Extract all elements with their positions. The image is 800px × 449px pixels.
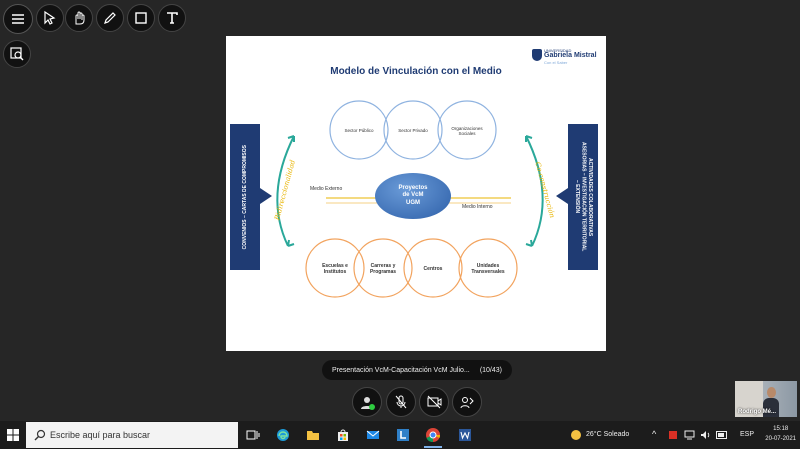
search-placeholder: Escribe aquí para buscar xyxy=(50,430,151,440)
file-explorer-button[interactable] xyxy=(302,424,324,446)
circle-organizaciones xyxy=(437,100,497,160)
mail-icon xyxy=(366,430,380,439)
slide-title: Modelo de Vinculación con el Medio xyxy=(330,66,502,77)
presentation-title: Presentación VcM-Capacitación VcM Julio.… xyxy=(332,366,470,374)
zoom-icon xyxy=(10,47,24,61)
l-app-button[interactable] xyxy=(392,424,414,446)
medio-externo-label: Medio Externo xyxy=(310,186,343,192)
chrome-button[interactable] xyxy=(422,424,444,448)
l-app-icon xyxy=(397,429,409,441)
university-logo: UNIVERSIDAD Gabriela Mistral Con el Sabe… xyxy=(530,46,600,68)
task-view-button[interactable] xyxy=(242,424,264,446)
pen-tool-button[interactable] xyxy=(96,4,124,32)
logo-line1: UNIVERSIDAD xyxy=(544,48,572,53)
sun-icon xyxy=(571,430,581,440)
circle-centros xyxy=(403,238,463,298)
participant-figure xyxy=(763,387,779,417)
presentation-caption[interactable]: Presentación VcM-Capacitación VcM Julio.… xyxy=(322,360,512,380)
chrome-icon xyxy=(426,428,441,443)
page-counter: (10/43) xyxy=(479,366,502,374)
avatar-button[interactable] xyxy=(352,387,382,417)
mail-button[interactable] xyxy=(362,424,384,446)
store-button[interactable] xyxy=(332,424,354,446)
label-carreras: Carreras y Programas xyxy=(369,263,397,275)
left-pointer xyxy=(260,188,272,204)
edge-icon xyxy=(277,429,289,441)
logo-line3: Con el Saber xyxy=(544,60,568,65)
folder-icon xyxy=(307,431,319,440)
clock-time: 15:18 xyxy=(773,426,789,432)
avatar-icon xyxy=(361,397,375,410)
mute-button[interactable] xyxy=(386,387,416,417)
network-icon[interactable] xyxy=(684,430,695,440)
edge-button[interactable] xyxy=(272,424,294,446)
left-banner: CONVENIOS – CARTAS DE COMPROMISOS xyxy=(230,124,260,270)
start-button[interactable] xyxy=(0,421,26,449)
circle-sector-privado xyxy=(383,100,443,160)
participant-name: Rodrigo Mé... xyxy=(738,409,776,415)
right-banner-text: ACTIVIDADES COLABORATIVAS ASESORIAS – IN… xyxy=(573,142,593,252)
circle-carreras xyxy=(353,238,413,298)
task-view-icon xyxy=(246,430,260,440)
clock-date: 20-07-2021 xyxy=(765,435,796,442)
shield-icon xyxy=(532,49,542,61)
mic-off-icon xyxy=(395,395,407,409)
tray-chevron-icon[interactable]: ^ xyxy=(652,429,657,439)
zoom-tool-button[interactable] xyxy=(3,40,31,68)
hand-icon xyxy=(75,11,85,25)
text-tool-button[interactable] xyxy=(158,4,186,32)
crop-tool-button[interactable] xyxy=(127,4,155,32)
share-icon xyxy=(460,397,474,409)
right-banner: ACTIVIDADES COLABORATIVAS ASESORIAS – IN… xyxy=(568,124,598,270)
pointer-icon xyxy=(44,10,56,25)
medio-interno-label: Medio Interno xyxy=(462,204,493,210)
clock[interactable]: 15:18 20-07-2021 xyxy=(765,425,796,444)
circle-sector-publico xyxy=(329,100,389,160)
pointer-tool-button[interactable] xyxy=(36,4,64,32)
camera-button[interactable] xyxy=(419,387,449,417)
weather-text[interactable]: 26°C Soleado xyxy=(586,431,630,438)
center-label: Proyectos de VcM UGM xyxy=(398,184,428,206)
taskbar-search-input[interactable]: Escribe aquí para buscar xyxy=(26,422,238,448)
camera-off-icon xyxy=(427,395,442,409)
menu-icon xyxy=(12,14,24,24)
volume-icon[interactable] xyxy=(700,430,711,440)
tray-app-icon[interactable] xyxy=(668,430,678,440)
presentation-slide: UNIVERSIDAD Gabriela Mistral Con el Sabe… xyxy=(226,36,606,351)
share-button[interactable] xyxy=(452,387,482,417)
label-centros: Centros xyxy=(423,266,443,272)
right-arc-arrow xyxy=(525,135,544,247)
logo-line2: Gabriela Mistral xyxy=(544,52,597,59)
right-pointer xyxy=(556,188,568,204)
store-icon xyxy=(338,429,348,441)
label-organizaciones: Organizaciones Sociales xyxy=(451,126,483,136)
circle-unidades xyxy=(458,238,518,298)
label-escuelas: Escuelas e Institutos xyxy=(322,263,348,275)
label-unidades: Unidades Transversales xyxy=(471,263,505,275)
center-ellipse: Proyectos de VcM UGM xyxy=(375,173,451,219)
circle-escuelas xyxy=(305,238,365,298)
label-sector-publico: Sector Público xyxy=(344,128,374,133)
battery-icon[interactable] xyxy=(716,431,728,439)
participant-video[interactable]: Rodrigo Mé... xyxy=(735,381,797,417)
left-arc-arrow xyxy=(276,135,295,247)
word-button[interactable] xyxy=(454,424,476,446)
search-icon xyxy=(34,429,46,441)
menu-button[interactable] xyxy=(3,4,33,34)
taskbar: Escribe aquí para buscar 26°C Soleado ^ … xyxy=(0,421,800,449)
language-indicator[interactable]: ESP xyxy=(740,431,755,438)
weather-widget[interactable] xyxy=(570,428,582,446)
pen-icon xyxy=(104,12,116,24)
word-icon xyxy=(459,429,471,441)
windows-icon xyxy=(7,429,19,441)
label-sector-privado: Sector Privado xyxy=(398,128,428,133)
hand-tool-button[interactable] xyxy=(65,4,93,32)
crop-icon xyxy=(135,12,147,24)
text-icon xyxy=(167,12,178,24)
